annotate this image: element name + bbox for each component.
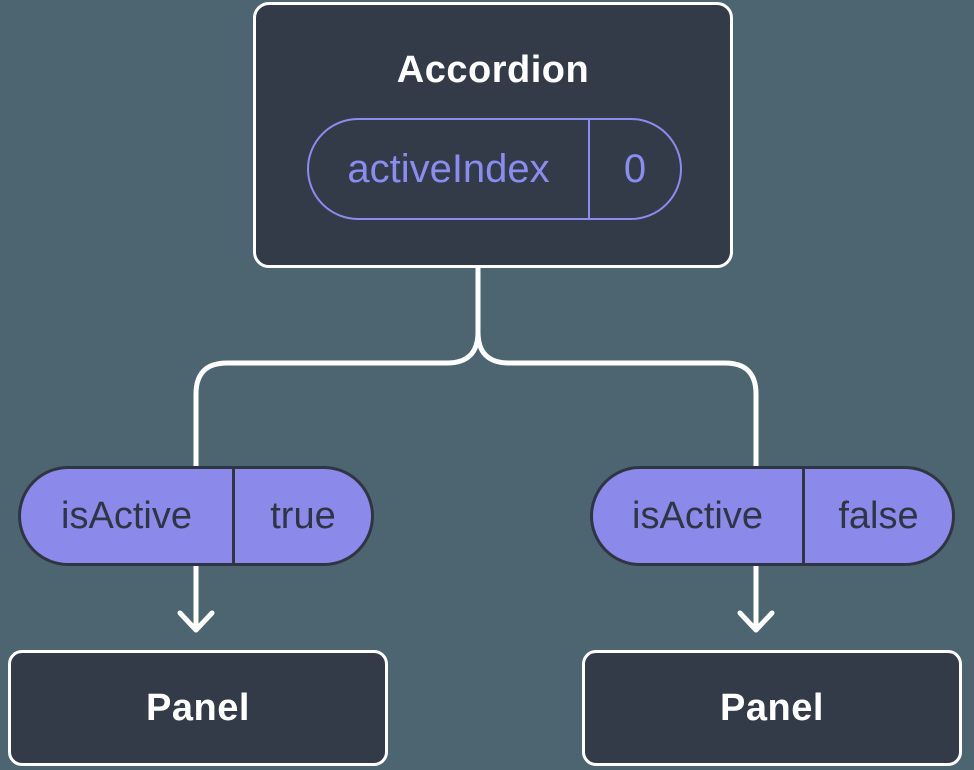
state-name: activeIndex xyxy=(309,120,590,218)
panel-node-right: Panel xyxy=(582,650,962,766)
arrow-left-child-to-panel xyxy=(177,563,215,633)
panel-title-left: Panel xyxy=(146,686,250,729)
prop-pill-right: isActive false xyxy=(590,466,955,566)
panel-node-left: Panel xyxy=(8,650,388,766)
connector-accordion-to-left-child xyxy=(193,264,481,468)
prop-name-right: isActive xyxy=(593,469,805,563)
state-pill: activeIndex 0 xyxy=(307,118,682,220)
arrow-right-child-to-panel xyxy=(737,563,775,633)
state-value: 0 xyxy=(623,146,647,191)
connector-accordion-to-right-child xyxy=(475,264,759,468)
prop-pill-left: isActive true xyxy=(18,466,374,566)
prop-name-left: isActive xyxy=(21,469,235,563)
prop-value-right: false xyxy=(838,494,919,537)
prop-value-left: true xyxy=(270,494,336,537)
accordion-title: Accordion xyxy=(396,49,590,91)
panel-title-right: Panel xyxy=(720,686,824,729)
accordion-node: Accordion activeIndex 0 xyxy=(253,2,733,268)
